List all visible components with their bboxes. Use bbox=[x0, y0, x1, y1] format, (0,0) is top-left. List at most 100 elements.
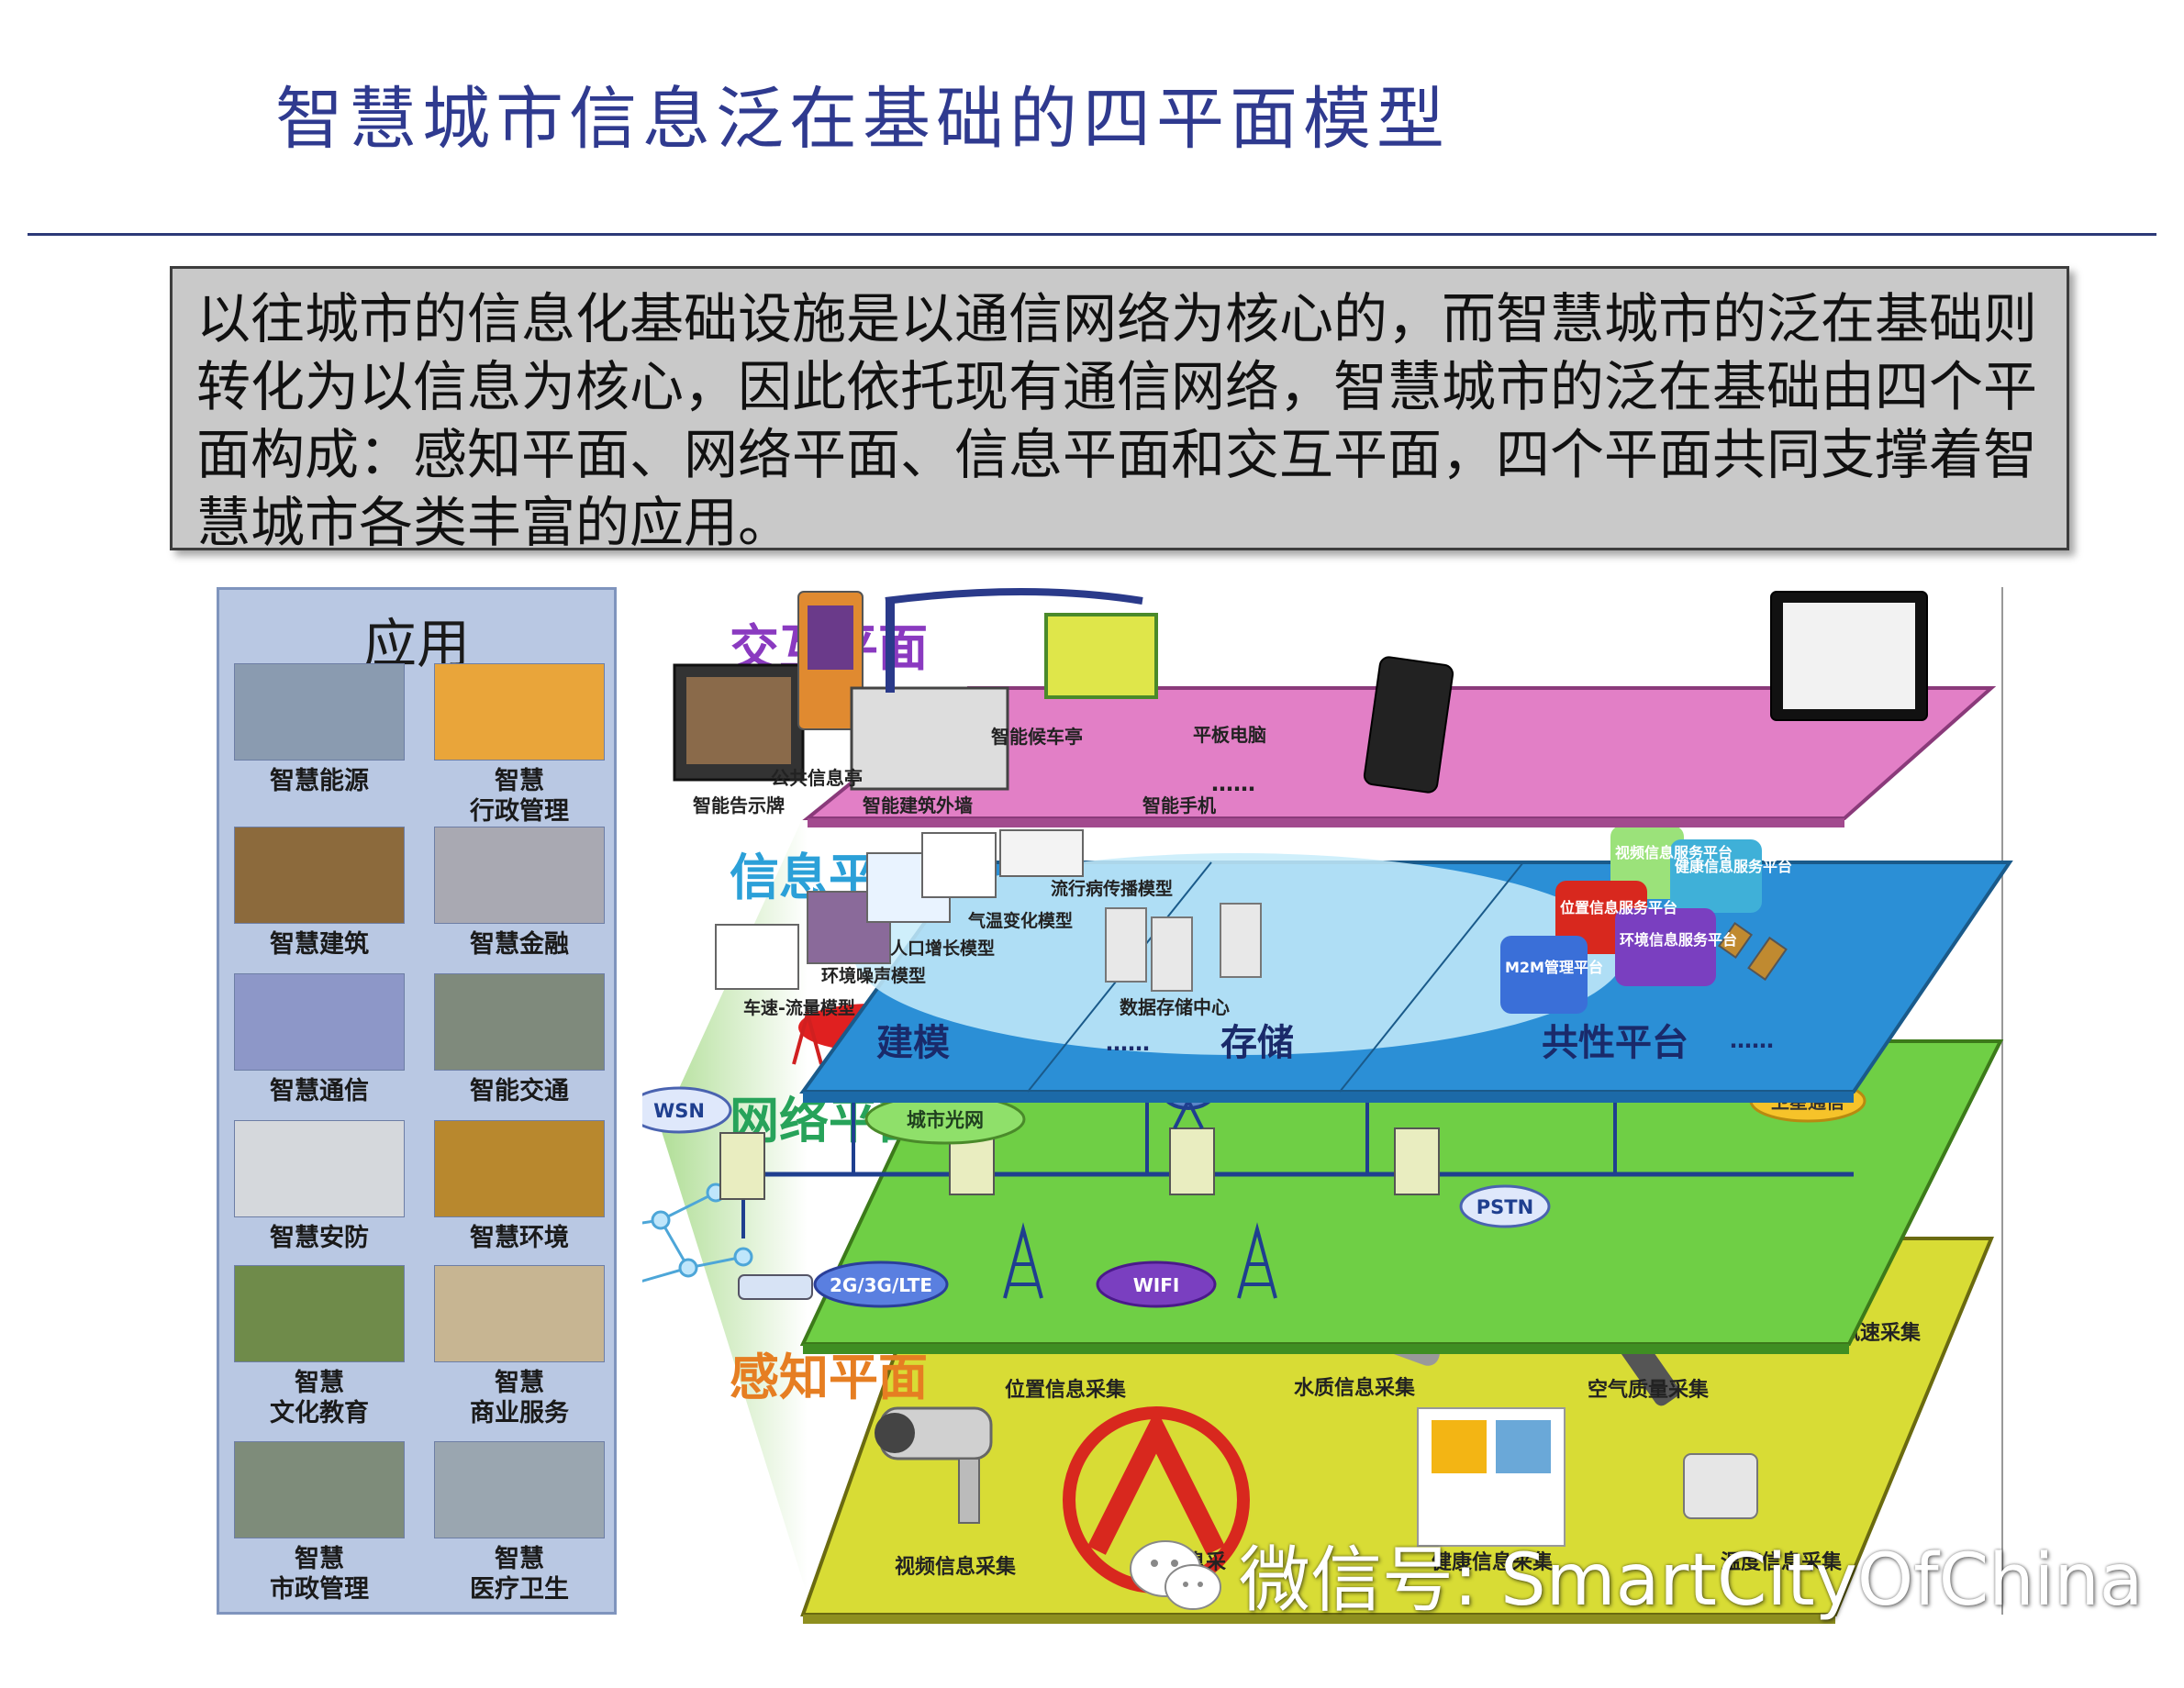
bus-shelter-icon bbox=[885, 588, 1158, 699]
interaction-item-label: 智能候车亭 bbox=[991, 726, 1083, 748]
sensing-item-label: 水质信息采集 bbox=[1294, 1376, 1416, 1400]
storage-label: 数据存储中心 bbox=[1120, 996, 1230, 1018]
platform-bubble bbox=[1500, 936, 1588, 1014]
app-tile: 智慧建筑 bbox=[232, 827, 407, 960]
platform-label: 视频信息服务平台 bbox=[1615, 844, 1733, 861]
app-image bbox=[434, 1441, 605, 1538]
sensing-item-label: 温度信息采集 bbox=[1721, 1550, 1843, 1574]
information-plane-edge bbox=[803, 1092, 1854, 1103]
satellite-icon bbox=[1717, 922, 1788, 982]
app-tile: 智慧安防 bbox=[232, 1120, 407, 1253]
model-label: 环境噪声模型 bbox=[821, 965, 926, 986]
platform-label: 健康信息服务平台 bbox=[1675, 858, 1792, 875]
app-tile: 智慧商业服务 bbox=[432, 1265, 607, 1428]
sensing-item-label: 位置信息采集 bbox=[1005, 1378, 1127, 1402]
app-label: 智能交通 bbox=[470, 1077, 569, 1105]
model-chart-thumbnail bbox=[921, 832, 997, 898]
signal-tower-icon bbox=[792, 1006, 823, 1065]
app-label: 智慧市政管理 bbox=[270, 1545, 369, 1604]
app-image bbox=[434, 1265, 605, 1362]
info-group-label: 建模 bbox=[876, 1022, 950, 1064]
interaction-item-label: 智能手机 bbox=[1142, 794, 1216, 816]
app-image bbox=[434, 973, 605, 1071]
sensing-plane-label: 感知平面 bbox=[730, 1349, 928, 1406]
model-chart-thumbnail bbox=[999, 829, 1084, 877]
app-image bbox=[234, 827, 405, 924]
app-image bbox=[434, 827, 605, 924]
app-tile: 智慧环境 bbox=[432, 1120, 607, 1253]
model-label: 气温变化模型 bbox=[967, 910, 1073, 931]
intro-text-box: 以往城市的信息化基础设施是以通信网络为核心的，而智慧城市的泛在基础则转化为以信息… bbox=[170, 266, 2069, 554]
four-plane-diagram: 感知平面 位置信息采集 水质信息采集 空气质量采集 视频信息采集 信息采 健康信… bbox=[642, 587, 2013, 1624]
info-divider bbox=[1339, 861, 1524, 1093]
app-tile: 智慧通信 bbox=[232, 973, 407, 1106]
app-tile: 智慧金融 bbox=[432, 827, 607, 960]
sensing-item-label: 健康信息采集 bbox=[1432, 1550, 1554, 1574]
app-label: 智慧医疗卫生 bbox=[470, 1545, 569, 1604]
platform-bubble bbox=[1670, 839, 1762, 913]
app-tile: 智慧市政管理 bbox=[232, 1441, 407, 1605]
app-tile: 智慧医疗卫生 bbox=[432, 1441, 607, 1605]
app-image bbox=[234, 1441, 405, 1538]
smartphone-icon bbox=[1363, 656, 1454, 794]
app-image bbox=[234, 973, 405, 1071]
app-label: 智慧建筑 bbox=[270, 930, 369, 959]
cell-tower-icon bbox=[1237, 1222, 1277, 1299]
app-label: 智慧行政管理 bbox=[470, 767, 569, 826]
wechat-icon bbox=[1130, 1540, 1221, 1610]
network-item-label: 2G/3G/LTE bbox=[830, 1274, 932, 1296]
info-kiosk-icon bbox=[808, 605, 853, 670]
title-divider bbox=[28, 233, 2156, 236]
network-item-label: WIFI bbox=[1133, 1274, 1180, 1296]
app-image bbox=[234, 663, 405, 761]
sensing-item-label: 空气质量采集 bbox=[1588, 1378, 1710, 1402]
health-card-family-icon bbox=[1432, 1420, 1487, 1473]
info-ellipsis: …… bbox=[1106, 1030, 1150, 1056]
router-icon bbox=[738, 1274, 813, 1300]
app-label: 智慧文化教育 bbox=[270, 1369, 369, 1427]
interaction-item-label: 智能告示牌 bbox=[693, 794, 785, 816]
interaction-item-label: …… bbox=[1211, 771, 1255, 796]
platform-bubble bbox=[1615, 908, 1716, 986]
app-tile: 智慧能源 bbox=[232, 663, 407, 796]
interaction-plane-edge bbox=[808, 818, 1844, 827]
app-label: 智慧环境 bbox=[470, 1224, 569, 1252]
app-image bbox=[434, 1120, 605, 1217]
network-node-bubble bbox=[1459, 1184, 1551, 1228]
model-label: 人口增长模型 bbox=[890, 938, 995, 959]
network-plane-edge bbox=[803, 1344, 1849, 1354]
sensing-item-label: 视频信息采集 bbox=[895, 1555, 1017, 1579]
app-label: 智慧金融 bbox=[470, 930, 569, 959]
app-label: 智慧能源 bbox=[270, 767, 369, 795]
interaction-item-label: 平板电脑 bbox=[1193, 724, 1266, 746]
app-tile: 智慧行政管理 bbox=[432, 663, 607, 827]
model-label: 流行病传播模型 bbox=[1051, 878, 1173, 899]
network-node-bubble bbox=[813, 1260, 949, 1308]
platform-label: M2M管理平台 bbox=[1505, 959, 1603, 976]
health-card-heart-icon bbox=[1496, 1420, 1551, 1473]
network-item-label: 城市光网 bbox=[907, 1109, 984, 1131]
connector-wedge bbox=[661, 807, 808, 1596]
info-group-label: 存储 bbox=[1220, 1022, 1294, 1064]
applications-panel: 应用 智慧能源 智慧行政管理 智慧建筑 智慧金融 智慧通信 智能交通 智慧安防 … bbox=[217, 587, 617, 1615]
model-label: 车速-流量模型 bbox=[743, 997, 855, 1018]
server-icon bbox=[1169, 1127, 1215, 1195]
platform-label: 环境信息服务平台 bbox=[1620, 931, 1737, 949]
info-group-label: 共性平台 bbox=[1542, 1022, 1688, 1064]
interaction-item-label: 智能建筑外墙 bbox=[863, 794, 973, 816]
server-icon bbox=[719, 1132, 765, 1200]
storage-server-icon bbox=[1105, 903, 1262, 992]
model-chart-thumbnail bbox=[715, 924, 799, 990]
app-image bbox=[234, 1120, 405, 1217]
tablet-screen-icon bbox=[1783, 603, 1915, 709]
app-label: 智慧通信 bbox=[270, 1077, 369, 1105]
network-item-label: WSN bbox=[653, 1100, 705, 1122]
watermark: 微信号: SmartCityOfChina bbox=[1239, 1539, 2144, 1622]
app-image bbox=[434, 663, 605, 761]
cell-tower-icon bbox=[1003, 1222, 1043, 1299]
network-item-label: PSTN bbox=[1476, 1196, 1533, 1218]
smart-billboard-icon bbox=[686, 677, 791, 764]
app-label: 智慧商业服务 bbox=[470, 1369, 569, 1427]
page-title: 智慧城市信息泛在基础的四平面模型 bbox=[275, 80, 1450, 159]
camera-icon bbox=[875, 1406, 993, 1524]
